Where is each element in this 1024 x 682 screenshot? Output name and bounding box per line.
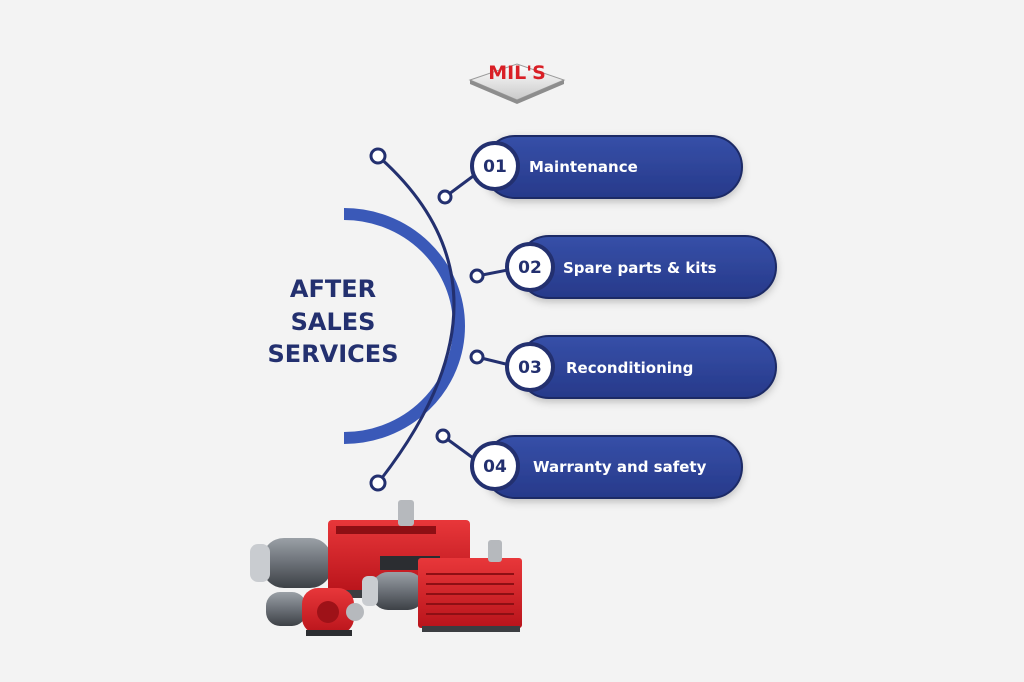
service-number-circle [505, 342, 555, 392]
vacuum-pumps-image [250, 500, 522, 636]
logo-text: MIL'S [488, 62, 546, 84]
pump-front-left [266, 588, 364, 636]
service-number: 04 [483, 457, 507, 477]
title-line-3: SERVICES [268, 340, 399, 368]
title-line-1: AFTER [290, 275, 376, 303]
service-number-circle [470, 441, 520, 491]
service-number-circle [470, 141, 520, 191]
service-number: 02 [518, 258, 542, 278]
service-label: Spare parts & kits [563, 259, 717, 277]
service-item-04: 04 Warranty and safety [470, 435, 743, 499]
section-title: AFTER SALES SERVICES [268, 275, 399, 368]
service-label: Maintenance [529, 158, 638, 176]
connector-curve [376, 154, 456, 484]
pump-front-right [362, 540, 522, 632]
service-number-circle [505, 242, 555, 292]
title-line-2: SALES [291, 308, 376, 336]
service-label: Warranty and safety [533, 458, 707, 476]
service-number: 01 [483, 157, 507, 177]
mils-logo: MIL'S [468, 62, 566, 104]
service-label: Reconditioning [566, 359, 693, 377]
service-item-03: 03 Reconditioning [505, 335, 777, 399]
node-bottom-end [369, 474, 387, 492]
service-item-01: 01 Maintenance [470, 135, 743, 199]
node-04 [435, 428, 451, 444]
node-03 [469, 349, 485, 365]
service-number: 03 [518, 358, 542, 378]
title-arc [343, 208, 465, 444]
service-item-02: 02 Spare parts & kits [505, 235, 777, 299]
connector-nodes [369, 147, 485, 492]
node-01 [437, 189, 453, 205]
node-top-end [369, 147, 387, 165]
node-02 [469, 268, 485, 284]
